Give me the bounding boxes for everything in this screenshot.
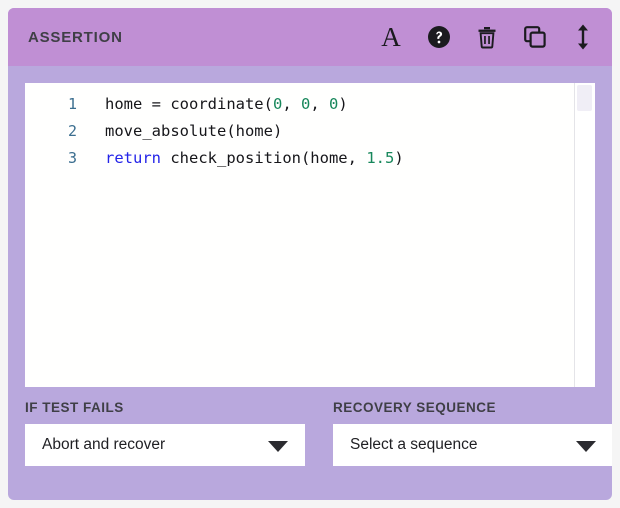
line-number: 3 xyxy=(67,149,77,167)
page-title: ASSERTION xyxy=(28,28,123,46)
panel-footer: IF TEST FAILS Abort and recover RECOVERY… xyxy=(8,400,612,500)
line-number: 1 xyxy=(67,95,77,113)
duplicate-icon[interactable] xyxy=(522,23,548,51)
line-number: 2 xyxy=(67,122,77,140)
header-toolbar: A xyxy=(378,23,596,51)
delete-icon[interactable] xyxy=(474,23,500,51)
code-token-plain: check_position(home, xyxy=(161,149,367,167)
help-icon[interactable] xyxy=(426,23,452,51)
code-token-plain: ) xyxy=(338,95,348,113)
code-token-number: 1.5 xyxy=(366,149,395,167)
recovery-sequence-label: RECOVERY SEQUENCE xyxy=(333,400,497,415)
recovery-sequence-field: RECOVERY SEQUENCE Select a sequence xyxy=(333,400,612,500)
if-test-fails-select[interactable]: Abort and recover xyxy=(25,424,305,466)
resize-icon[interactable] xyxy=(570,23,596,51)
font-icon-glyph: A xyxy=(381,21,401,52)
code-token-plain: home = coordinate( xyxy=(105,95,273,113)
code-token-number: 0 xyxy=(301,95,311,113)
if-test-fails-label: IF TEST FAILS xyxy=(25,400,124,415)
code-content[interactable]: home = coordinate(0, 0, 0)move_absolute(… xyxy=(87,83,574,387)
recovery-sequence-select[interactable]: Select a sequence xyxy=(333,424,612,466)
if-test-fails-field: IF TEST FAILS Abort and recover xyxy=(25,400,305,500)
code-line: home = coordinate(0, 0, 0) xyxy=(105,91,574,118)
code-token-number: 0 xyxy=(272,95,283,113)
recovery-sequence-value: Select a sequence xyxy=(350,436,478,453)
code-line: move_absolute(home) xyxy=(105,118,574,145)
code-token-keyword: return xyxy=(105,149,161,167)
code-token-number: 0 xyxy=(329,95,339,113)
editor-scrollbar-thumb[interactable] xyxy=(577,85,592,111)
assertion-panel: ASSERTION A xyxy=(8,8,612,500)
code-token-plain: , xyxy=(282,95,301,113)
chevron-down-icon xyxy=(576,441,596,452)
code-token-plain: ) xyxy=(394,149,404,167)
chevron-down-icon xyxy=(268,441,288,452)
line-number-gutter: 1 2 3 xyxy=(25,83,87,387)
editor-vertical-scrollbar[interactable] xyxy=(574,83,595,387)
panel-header: ASSERTION A xyxy=(8,8,612,66)
code-line: return check_position(home, 1.5) xyxy=(105,145,574,172)
font-icon[interactable]: A xyxy=(378,23,404,51)
if-test-fails-value: Abort and recover xyxy=(42,436,166,453)
code-token-plain: move_absolute(home) xyxy=(105,122,283,140)
code-token-plain: , xyxy=(310,95,330,113)
